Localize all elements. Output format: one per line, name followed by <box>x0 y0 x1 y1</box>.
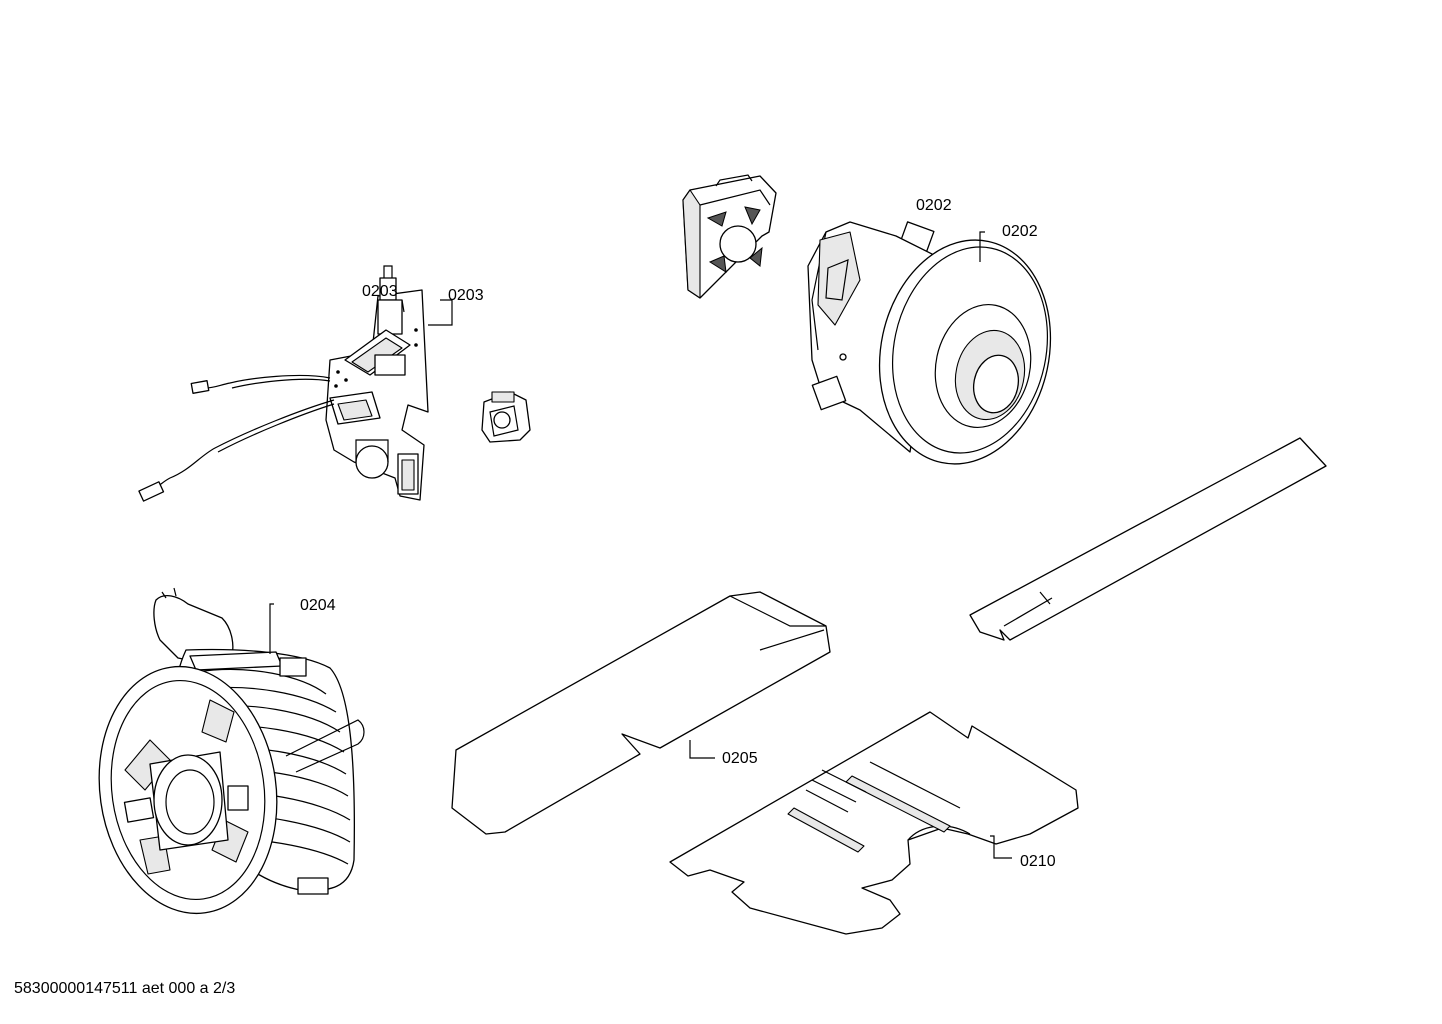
plug-connector <box>481 391 531 443</box>
callout-base-plate: 0210 <box>1020 853 1056 870</box>
callout-cable-reel: 0204 <box>300 597 336 614</box>
callout-motor-a: 0202 <box>916 197 952 214</box>
drawing-id: 58300000147511 aet 000 a 2/3 <box>14 980 236 997</box>
filter-strip <box>451 591 831 835</box>
leader-lines <box>269 231 1012 859</box>
callout-motor-b: 0202 <box>1002 223 1038 240</box>
base-plate <box>669 711 1079 935</box>
vacuum-motor <box>807 221 1052 465</box>
cable-reel <box>98 587 365 915</box>
long-filter-strip <box>969 437 1327 641</box>
callout-board-b: 0203 <box>448 287 484 304</box>
motor-mount-block <box>682 174 777 299</box>
callout-filter-strip: 0205 <box>722 750 758 767</box>
callout-board-a: 0203 <box>362 283 398 300</box>
control-board <box>138 265 429 502</box>
